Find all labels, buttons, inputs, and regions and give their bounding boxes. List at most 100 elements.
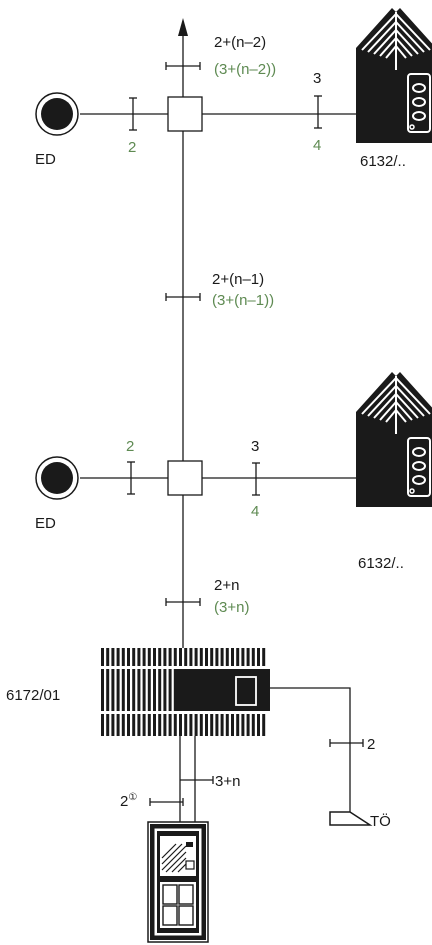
vent-bar: [257, 714, 260, 736]
vent-bar: [251, 714, 255, 736]
indoor-station-top-label: 6132/..: [360, 153, 406, 170]
doorbell-button-top-inner: [41, 98, 73, 130]
top-left-wire-label: 2: [128, 139, 136, 156]
vent-bar: [173, 714, 177, 736]
vent-bar: [116, 714, 120, 736]
vent-bar: [210, 714, 214, 736]
bottom-left-wire-label: 2: [126, 438, 134, 455]
vent-bar: [132, 669, 136, 711]
door-station-wire-a-label: 3+n: [215, 773, 240, 790]
top-right-wire-label-alt: 4: [313, 137, 321, 154]
vent-bar: [236, 714, 240, 736]
vent-bar: [106, 648, 110, 666]
vent-bar: [173, 648, 177, 666]
bottom-right-wire-label: 3: [251, 438, 259, 455]
vent-bar: [137, 714, 141, 736]
vent-bar: [158, 669, 162, 711]
vent-bar: [163, 669, 167, 711]
door-opener-label: TÖ: [370, 812, 391, 830]
vent-bar: [121, 714, 125, 736]
indoor-station-bottom-label: 6132/..: [358, 555, 404, 572]
vent-bar: [142, 648, 146, 666]
riser-lower-label: 2+n: [214, 577, 239, 594]
vent-bar: [142, 714, 146, 736]
vent-bar: [127, 669, 130, 711]
junction-box-top: [167, 96, 203, 132]
vent-bar: [101, 648, 104, 666]
vent-bar: [231, 714, 234, 736]
vent-bar: [132, 714, 136, 736]
vent-bar: [189, 714, 193, 736]
riser-top-label-alt: (3+(n–2)): [214, 61, 276, 78]
vent-bar: [158, 648, 162, 666]
door-station-speaker-grille: [161, 843, 187, 873]
vent-bar: [205, 714, 208, 736]
vent-bar: [111, 648, 115, 666]
vent-bar: [236, 648, 240, 666]
vent-bar: [173, 669, 177, 711]
vent-bar: [132, 648, 136, 666]
control-unit-label: 6172/01: [6, 687, 60, 704]
vent-bar: [121, 648, 125, 666]
door-opener-wire-label: 2: [367, 736, 375, 753]
vent-bar: [179, 648, 182, 666]
vent-bar: [163, 648, 167, 666]
vent-bar: [210, 648, 214, 666]
vent-bar: [168, 669, 172, 711]
vent-bar: [111, 714, 115, 736]
vent-bar: [194, 714, 198, 736]
vent-bar: [121, 669, 125, 711]
control-unit-window: [235, 676, 257, 706]
vent-bar: [262, 648, 266, 666]
vent-bar: [127, 648, 130, 666]
ed-label-bottom: ED: [35, 515, 56, 532]
ed-label-top: ED: [35, 151, 56, 168]
vent-bar: [168, 648, 172, 666]
indoor-station-top: [356, 8, 432, 143]
vent-bar: [137, 648, 141, 666]
door-station-note-marker: ①: [128, 792, 137, 803]
door-station: [147, 821, 209, 943]
vent-bar: [215, 648, 219, 666]
vent-bar: [215, 714, 219, 736]
vent-bar: [241, 714, 245, 736]
vent-bar: [205, 648, 208, 666]
riser-middle-label: 2+(n–1): [212, 271, 264, 288]
vent-bar: [147, 714, 151, 736]
vent-bar: [262, 714, 266, 736]
control-unit-vents: [101, 648, 266, 736]
vent-bar: [199, 714, 203, 736]
vent-bar: [225, 714, 229, 736]
vent-bar: [163, 714, 167, 736]
vent-bar: [168, 714, 172, 736]
vent-bar: [153, 669, 156, 711]
vent-bar: [111, 669, 115, 711]
riser-up-arrow: [178, 18, 188, 36]
door-station-wire-b-label: 2①: [120, 792, 137, 810]
door-opener-wire: [270, 687, 351, 825]
control-unit: [100, 648, 270, 736]
vent-bar: [153, 648, 156, 666]
vent-bar: [199, 648, 203, 666]
riser-middle-label-alt: (3+(n–1)): [212, 292, 274, 309]
vent-bar: [241, 648, 245, 666]
bottom-right-wire-label-alt: 4: [251, 503, 259, 520]
vent-bar: [147, 648, 151, 666]
vent-bar: [116, 669, 120, 711]
vent-bar: [127, 714, 130, 736]
vent-bar: [257, 648, 260, 666]
vent-bar: [158, 714, 162, 736]
top-right-wire-label: 3: [313, 70, 321, 87]
junction-box-bottom: [167, 460, 203, 496]
vent-bar: [116, 648, 120, 666]
vent-bar: [179, 714, 182, 736]
vent-bar: [246, 714, 250, 736]
vent-bar: [106, 669, 110, 711]
vent-bar: [189, 648, 193, 666]
indoor-station-bottom: [356, 372, 432, 507]
control-unit-panel: [176, 669, 270, 711]
vent-bar: [142, 669, 146, 711]
vent-bar: [225, 648, 229, 666]
vent-bar: [184, 648, 188, 666]
